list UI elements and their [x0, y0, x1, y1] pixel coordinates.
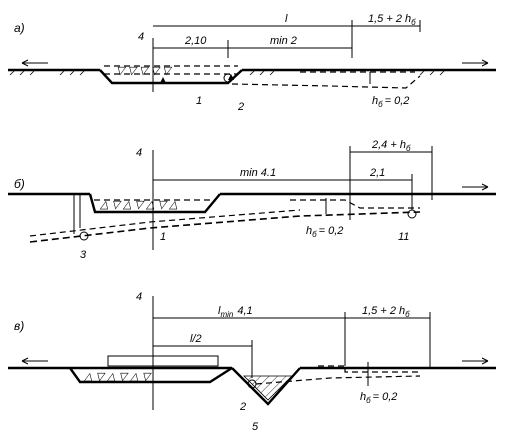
- flow-arrow-right: [462, 59, 489, 67]
- depression-curve-2: [29, 209, 301, 237]
- panel-b: б) △ ▽ △ ▽ △ ▽ △ 3 11 4 1 min 4.1 2,4 + …: [8, 139, 496, 261]
- label-3: 3: [80, 249, 87, 261]
- dim-right-label: 2,4 + hб: [371, 139, 411, 153]
- label-1: 1: [160, 231, 166, 243]
- ground-hatch-left: [9, 69, 86, 76]
- panel-a: a) ▽ ▽ ▽ ▽ ▽ 4 1 2: [8, 13, 496, 113]
- label-1: 1: [196, 95, 202, 107]
- drain-11: [407, 209, 417, 219]
- depression-curve-1: [29, 211, 421, 243]
- label-4: 4: [136, 291, 142, 303]
- hb-label: hб= 0,2: [306, 225, 343, 239]
- ground-water-line: [290, 199, 420, 209]
- surface-slab: [107, 355, 219, 367]
- gravel-marks: [160, 74, 234, 83]
- dim-right-label: 1,5 + 2 hб: [368, 13, 416, 27]
- label-11: 11: [398, 231, 409, 243]
- flow-arrow-right: [462, 183, 489, 191]
- hb-label: hб= 0,2: [372, 95, 409, 109]
- dim-min2-label: min 2: [270, 35, 297, 47]
- label-4: 4: [138, 31, 144, 43]
- hb-label: hб= 0,2: [360, 391, 397, 405]
- fill-marks: △ ▽ △ ▽ △ ▽: [83, 371, 153, 383]
- dim-right-label: 1,5 + 2 hб: [362, 305, 410, 319]
- flow-arrow-left: [21, 357, 48, 365]
- panel-c-caption: в): [14, 319, 24, 333]
- dim-min41-label: min 4.1: [240, 167, 276, 179]
- fill-marks: △ ▽ △ ▽ △ ▽ △: [99, 199, 178, 211]
- ground-hatch-right: [249, 69, 446, 76]
- depression-curve: [231, 75, 421, 89]
- dim-l-label: l: [285, 13, 288, 25]
- panel-a-caption: a): [14, 21, 25, 35]
- dim-210-label: 2,10: [184, 35, 207, 47]
- flow-arrow-right: [462, 357, 489, 365]
- depression-curve: [255, 375, 421, 385]
- drain-pipe-2: [223, 73, 233, 83]
- trench-outline: [88, 193, 221, 214]
- well-3-casing: [73, 194, 81, 234]
- dim-half-label: l/2: [190, 333, 202, 345]
- v-notch: [231, 367, 301, 406]
- dim-21-label: 2,1: [369, 167, 385, 179]
- panel-b-caption: б): [14, 177, 25, 191]
- trench-outline: [99, 69, 243, 85]
- water-mark: ▽ ▽ ▽ ▽ ▽: [116, 65, 173, 77]
- label-4: 4: [136, 147, 142, 159]
- label-2: 2: [239, 401, 246, 413]
- flow-arrow-left: [21, 59, 48, 67]
- label-2: 2: [237, 101, 244, 113]
- trench-outline: [69, 366, 233, 384]
- label-5: 5: [252, 421, 259, 433]
- ground-water-line: [318, 365, 420, 373]
